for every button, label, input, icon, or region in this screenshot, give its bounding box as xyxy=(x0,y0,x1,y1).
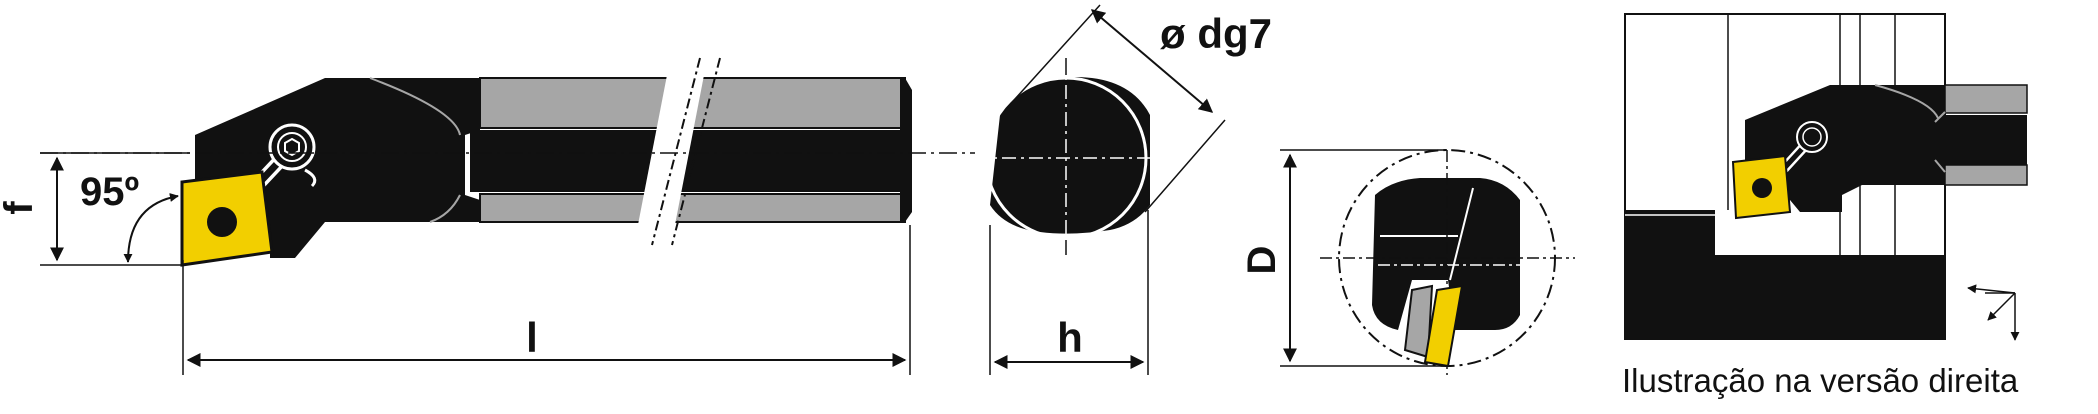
bore-label: D xyxy=(1240,246,1284,275)
diameter-label: ø dg7 xyxy=(1160,10,1272,57)
cross-section-view xyxy=(975,4,1226,375)
f-label: f xyxy=(0,201,41,215)
cross-section-body xyxy=(990,77,1150,234)
bore-view xyxy=(1280,149,1575,375)
bore-insert xyxy=(1423,284,1464,368)
insert-hole xyxy=(207,207,237,237)
length-label: l xyxy=(526,314,538,361)
angle-arc xyxy=(123,193,179,263)
caption: Ilustração na versão direita xyxy=(1622,362,2019,399)
right-version-illustration xyxy=(1624,13,2028,341)
diameter-dimension-line xyxy=(1090,9,1214,113)
shank-band-bottom xyxy=(479,193,906,223)
angle-label: 95º xyxy=(80,170,139,214)
shank-end xyxy=(900,78,912,222)
height-label: h xyxy=(1057,314,1083,361)
bore-tool-body xyxy=(1372,178,1520,330)
workpiece xyxy=(1625,210,1945,339)
side-view xyxy=(40,57,975,375)
illustration-tool-body xyxy=(1745,85,1945,212)
